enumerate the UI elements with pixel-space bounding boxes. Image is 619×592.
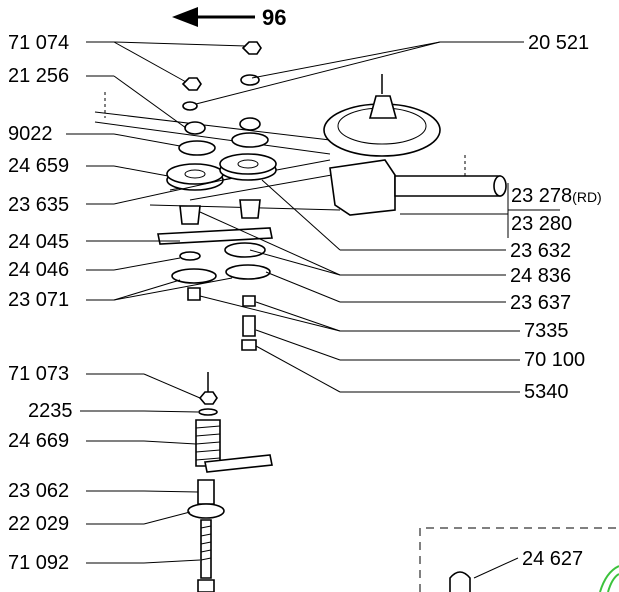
callout-21256: 21 256 (8, 65, 69, 87)
callout-box-23278: 23 278(RD) 23 280 (400, 183, 602, 238)
callout-24046: 24 046 (8, 259, 69, 281)
pulley-right (219, 41, 277, 181)
callout-71073: 71 073 (8, 363, 69, 385)
right-callouts: 20 521 23 278(RD) 23 280 23 632 24 836 2… (195, 32, 602, 403)
callout-71092: 71 092 (8, 552, 69, 574)
callout-2235: 2235 (28, 400, 73, 422)
callout-23280: 23 280 (511, 213, 572, 235)
callout-23278: 23 278(RD) (511, 185, 602, 207)
callout-20521: 20 521 (528, 32, 589, 54)
callout-24836: 24 836 (510, 265, 571, 287)
direction-label: 96 (262, 5, 286, 30)
callout-22029: 22 029 (8, 513, 69, 535)
callout-24659: 24 659 (8, 155, 69, 177)
inset-label: 24 627 (522, 548, 583, 570)
callout-71074: 71 074 (8, 32, 69, 54)
tensioner-bolt-stack (187, 372, 273, 592)
idler-arm (157, 199, 273, 351)
inset-box: 24 627 (419, 527, 619, 592)
direction-arrow: 96 (172, 5, 286, 30)
callout-23071: 23 071 (8, 289, 69, 311)
callout-23635: 23 635 (8, 194, 69, 216)
left-callouts: 71 074 21 256 9022 24 659 23 635 24 045 … (8, 32, 247, 574)
gearbox-housing (323, 74, 507, 216)
callout-23632: 23 632 (510, 240, 571, 262)
callout-23637: 23 637 (510, 292, 571, 314)
callout-23062: 23 062 (8, 480, 69, 502)
callout-7335: 7335 (524, 320, 569, 342)
callout-5340: 5340 (524, 381, 569, 403)
callout-24669: 24 669 (8, 430, 69, 452)
callout-70100: 70 100 (524, 349, 585, 371)
callout-9022: 9022 (8, 123, 53, 145)
callout-24045: 24 045 (8, 231, 69, 253)
pulley-left (166, 77, 224, 191)
